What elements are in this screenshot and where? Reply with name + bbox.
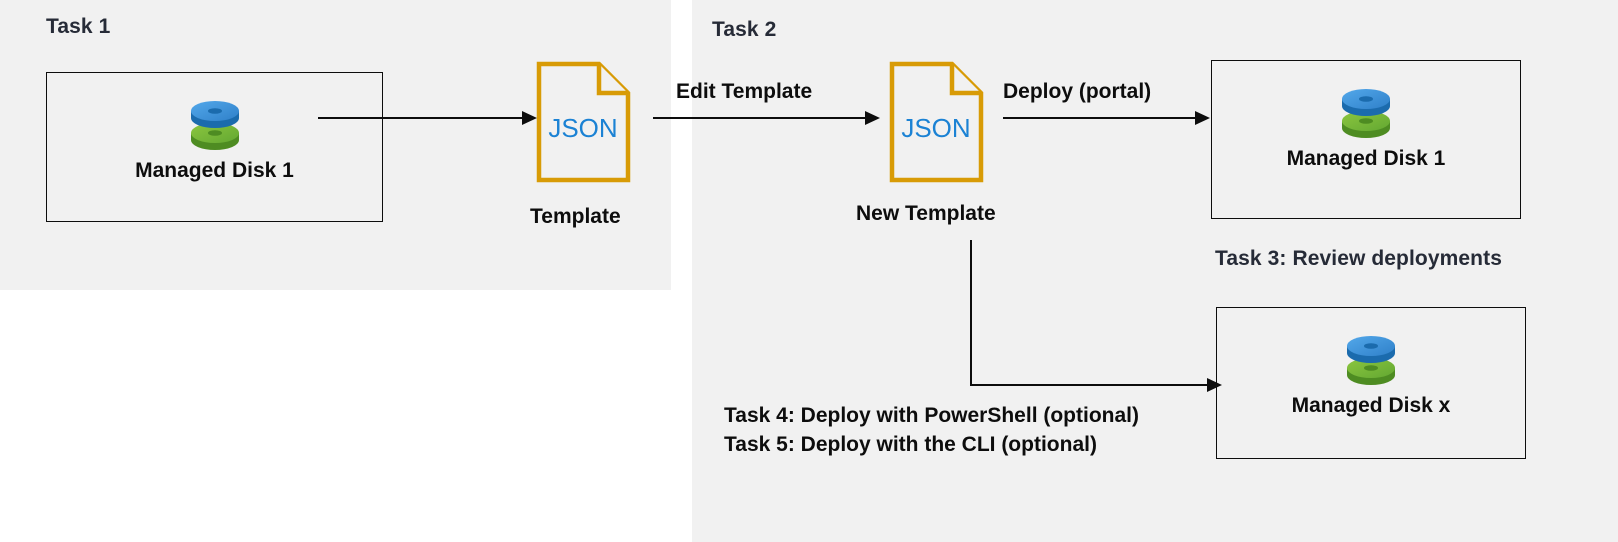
managed-disk-1-content-right: Managed Disk 1 <box>1212 83 1520 171</box>
task-2-panel <box>692 0 1618 542</box>
json-label: JSON <box>901 113 970 143</box>
task-3-label: Task 3: Review deployments <box>1215 247 1502 270</box>
managed-disk-x-caption: Managed Disk x <box>1291 394 1451 417</box>
template-caption: Template <box>530 205 621 228</box>
arrow-new-template-to-disk1 <box>1003 111 1210 125</box>
task-1-label: Task 1 <box>46 15 111 38</box>
json-document-icon-template: JSON <box>536 61 631 183</box>
managed-disk-icon <box>190 101 239 150</box>
new-template-caption: New Template <box>856 202 996 225</box>
managed-disk-1-box: Managed Disk 1 <box>46 72 383 222</box>
task-5-label: Task 5: Deploy with the CLI (optional) <box>724 433 1097 456</box>
json-label: JSON <box>548 113 617 143</box>
managed-disk-icon <box>1347 336 1395 385</box>
edit-template-label: Edit Template <box>676 80 813 103</box>
managed-disk-1-caption-right: Managed Disk 1 <box>1286 147 1446 170</box>
managed-disk-1-content: Managed Disk 1 <box>47 95 382 183</box>
managed-disk-x-box: Managed Disk x <box>1216 307 1526 459</box>
managed-disk-x-content: Managed Disk x <box>1217 330 1525 418</box>
task-4-label: Task 4: Deploy with PowerShell (optional… <box>724 404 1139 427</box>
deploy-portal-label: Deploy (portal) <box>1003 80 1152 103</box>
managed-disk-1-box-right: Managed Disk 1 <box>1211 60 1521 219</box>
arrow-template-to-new-template <box>653 111 880 125</box>
task-2-label: Task 2 <box>712 18 777 41</box>
managed-disk-icon <box>1342 89 1390 138</box>
arrow-disk1-to-template <box>318 111 537 125</box>
managed-disk-1-caption: Managed Disk 1 <box>135 159 294 182</box>
arrow-new-template-to-diskx <box>970 240 1222 392</box>
json-document-icon-new-template: JSON <box>889 61 984 183</box>
